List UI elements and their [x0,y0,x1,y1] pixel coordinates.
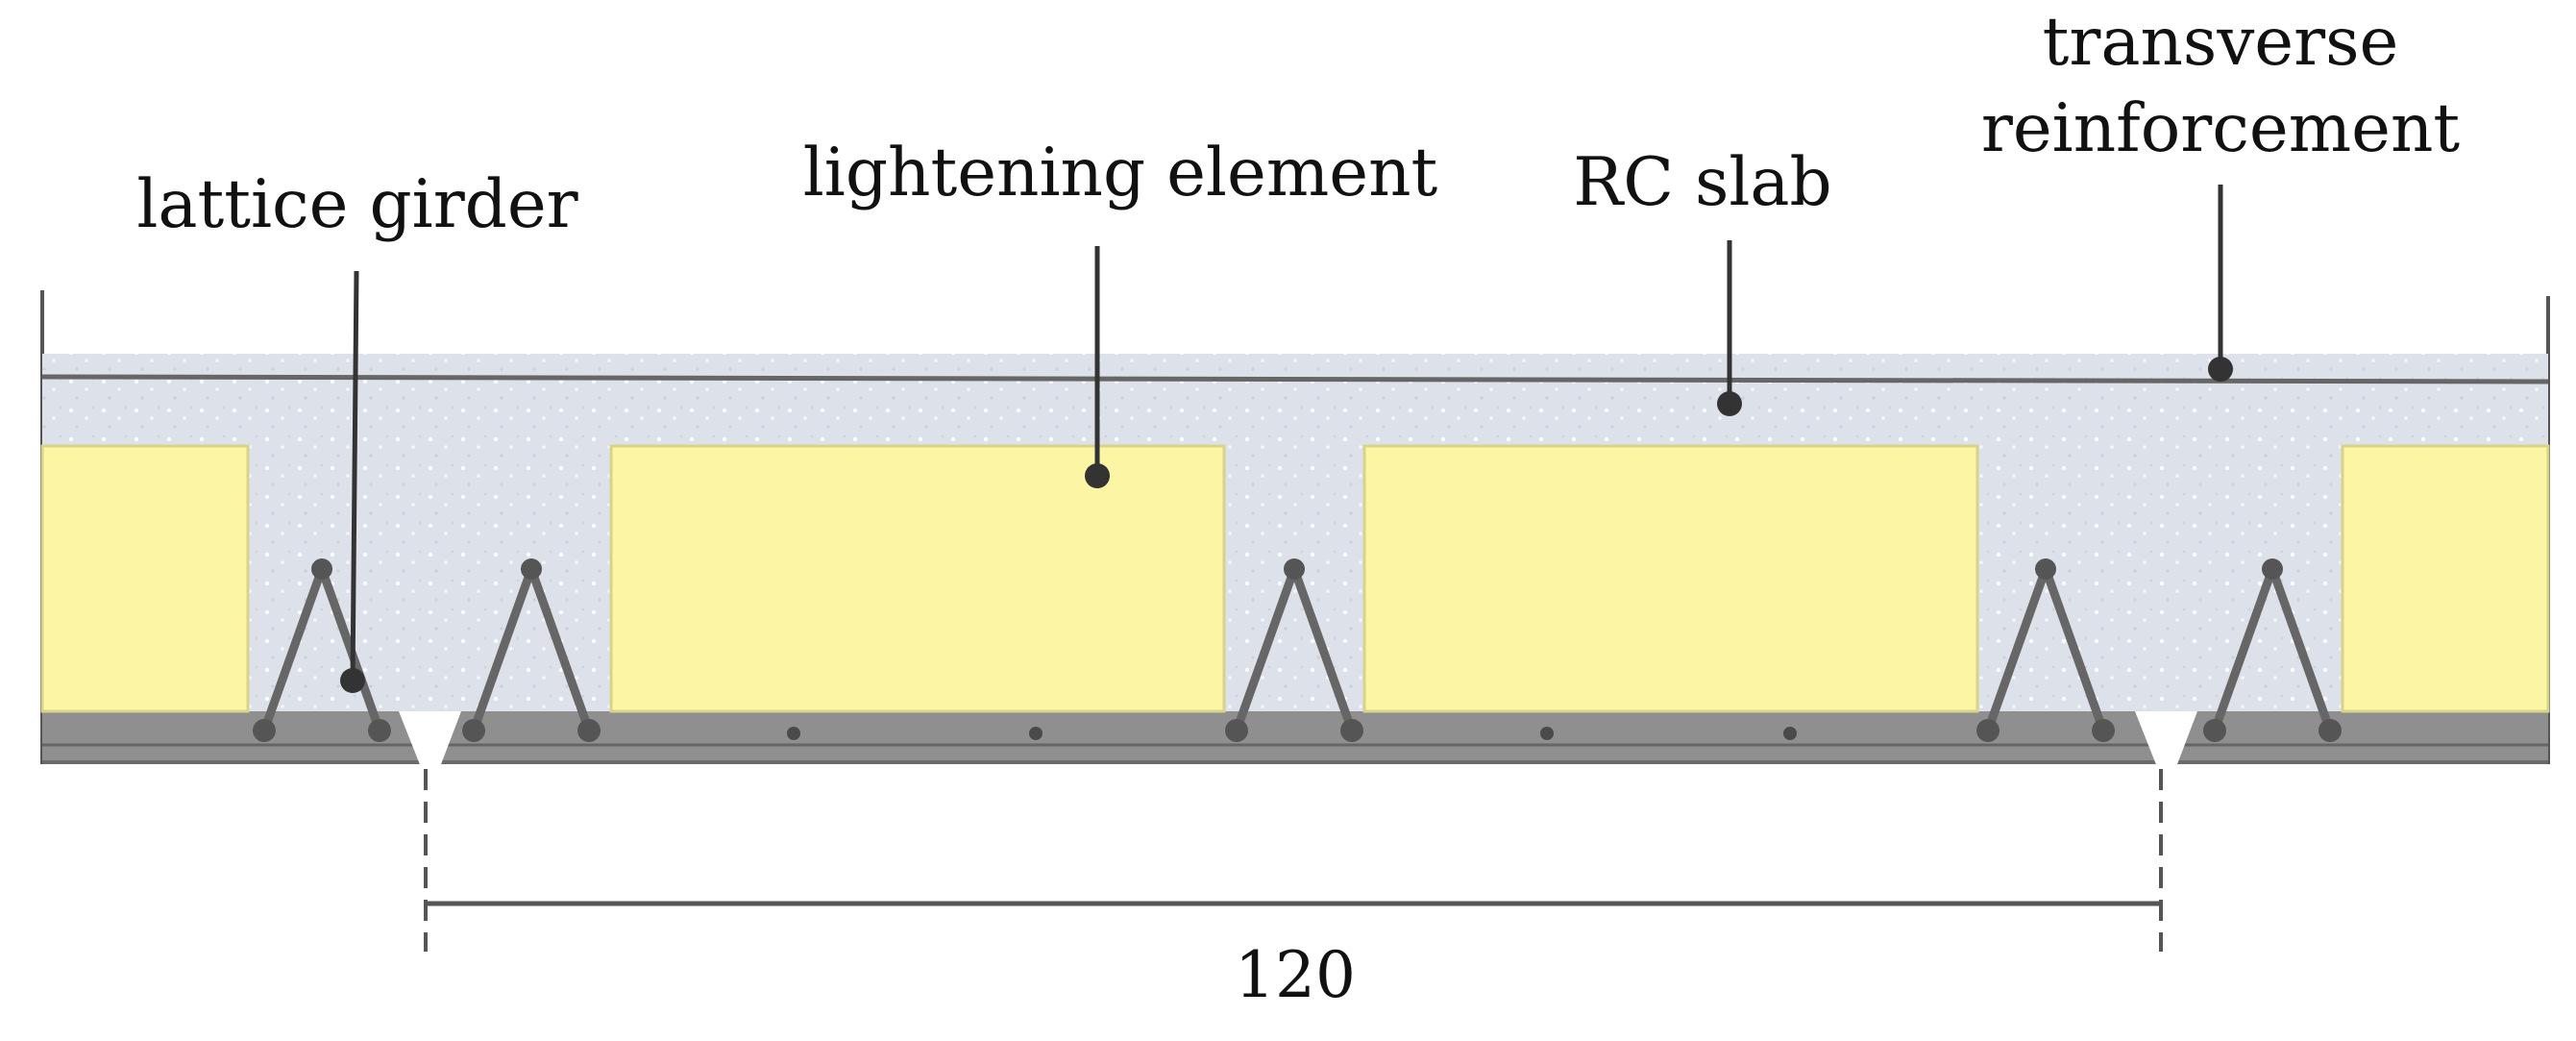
leader-lightening-element [1085,246,1110,488]
bottom-bar-dot [1783,727,1797,740]
lightening-block [2341,444,2550,713]
bottom-bar-dot [787,727,800,740]
bottom-bar-dot [1029,727,1043,740]
plank-joint-right [2135,711,2197,772]
dimension-value: 120 [1235,938,1356,1012]
lattice-girder [1976,558,2115,742]
lattice-girder [1225,558,1363,742]
lattice-girders [253,558,2342,742]
leader-transverse-reinforcement [2208,185,2233,382]
rc-slab-concrete [42,354,2548,711]
lightening-elements [40,444,2550,713]
lattice-girder [253,558,391,742]
dimension-120 [424,769,2163,952]
lightening-block [609,444,1226,713]
label-lattice-girder: lattice girder [136,166,577,243]
transverse-reinforcement-bar [41,374,2549,384]
bottom-bar-dot [1540,727,1554,740]
lightening-block [40,444,250,713]
precast-plank [42,711,2548,764]
label-transverse: transverse [2043,4,2399,81]
label-lightening-element: lightening element [803,135,1438,211]
lattice-girder [462,558,601,742]
label-rc-slab: RC slab [1573,144,1831,221]
leader-rc-slab [1717,240,1742,416]
plank-joint-left [399,711,461,772]
bottom-bars [787,727,1797,740]
lightening-block [1362,444,1979,713]
label-reinforcement: reinforcement [1981,90,2461,167]
lattice-girder [2203,558,2342,742]
leader-lattice-girder [340,270,365,693]
